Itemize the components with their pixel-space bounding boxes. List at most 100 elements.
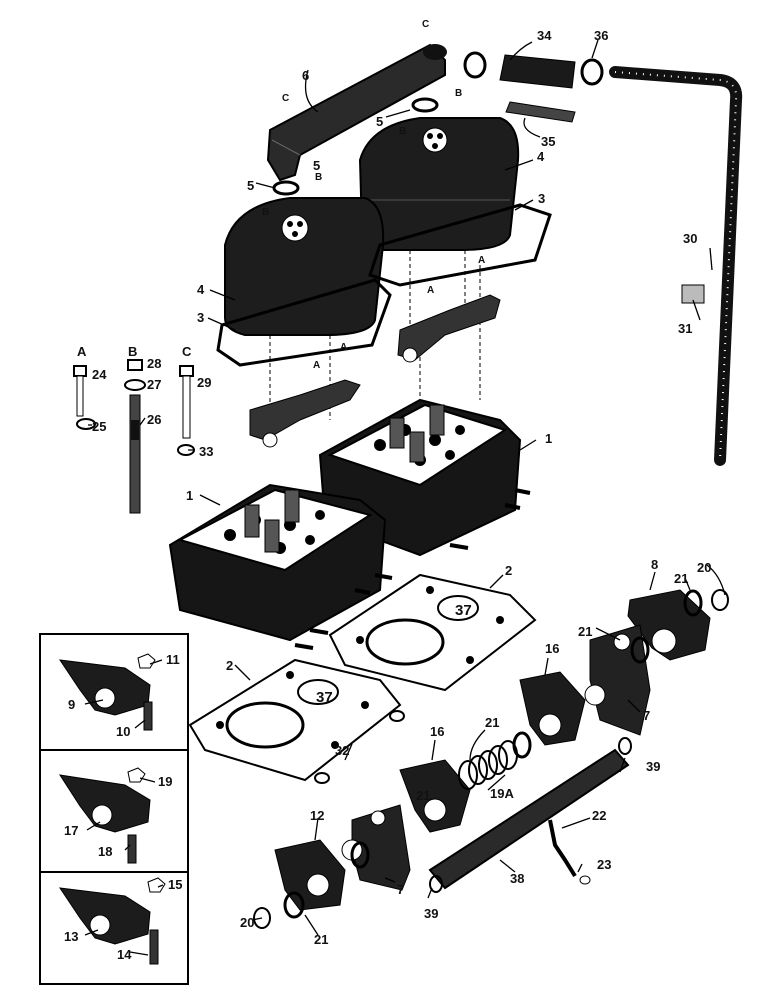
cylinder-head-1-front <box>168 483 387 642</box>
callout-7-front: 7 <box>397 882 404 897</box>
callout-19: 19 <box>158 774 172 789</box>
callout-5-c: 5 <box>247 178 254 193</box>
callout-35: 35 <box>541 134 555 149</box>
letter-A-arm4: A <box>427 285 434 296</box>
callout-25: 25 <box>92 419 106 434</box>
gasket-5-left <box>272 180 300 196</box>
callout-22: 22 <box>592 808 606 823</box>
letter-B-top1: B <box>455 88 462 99</box>
gasket-5-top <box>411 97 439 113</box>
callout-27: 27 <box>147 377 161 392</box>
callout-13: 13 <box>64 929 78 944</box>
callout-15: 15 <box>168 877 182 892</box>
callout-14: 14 <box>117 947 132 962</box>
rocker-arm-16-rear <box>519 671 586 746</box>
callout-37-rear: 37 <box>455 602 472 619</box>
hose-34 <box>463 51 604 89</box>
callout-32: 32 <box>335 743 349 758</box>
rocker-arm-16-front <box>399 759 471 833</box>
callout-labels: 1 1 2 2 3 3 4 4 5 5 5 6 7 7 8 9 10 11 12… <box>64 28 711 962</box>
callout-9: 9 <box>68 697 75 712</box>
callout-2-rear: 2 <box>505 563 512 578</box>
callout-8: 8 <box>651 557 658 572</box>
rocker-assembly-rear <box>397 294 501 363</box>
fitting-23 <box>579 875 591 885</box>
letter-C-top1: C <box>422 19 429 30</box>
callout-36: 36 <box>594 28 608 43</box>
callout-34: 34 <box>537 28 552 43</box>
oil-tube-22 <box>548 819 577 878</box>
head-gasket-2-front <box>188 658 402 782</box>
sleeve-35 <box>505 101 576 123</box>
callout-16-rear: 16 <box>545 641 559 656</box>
letter-A-arm3: A <box>478 255 485 266</box>
bracket-7-rear <box>584 624 651 736</box>
callout-38: 38 <box>510 871 524 886</box>
callout-26: 26 <box>147 412 161 427</box>
inset-rocker-9 <box>58 653 156 731</box>
reference-letters: A B C C C B B B B A A A A <box>77 19 485 371</box>
stud-26 <box>124 359 146 514</box>
callout-5-a: 5 <box>376 114 383 129</box>
letter-C-top2: C <box>282 93 289 104</box>
callout-31: 31 <box>678 321 692 336</box>
callout-20-front: 20 <box>240 915 254 930</box>
washers-21 <box>283 589 703 919</box>
callout-18: 18 <box>98 844 112 859</box>
callout-21-c: 21 <box>485 715 499 730</box>
breather-tube-6 <box>266 43 447 182</box>
callout-28: 28 <box>147 356 161 371</box>
callout-21-e: 21 <box>314 932 328 947</box>
callout-37-front: 37 <box>316 689 333 706</box>
plug-39-front <box>429 875 443 893</box>
letter-B-top3: B <box>315 172 322 183</box>
inset-rocker-13 <box>58 877 166 965</box>
callout-21-a: 21 <box>674 571 688 586</box>
ring-32a <box>389 710 405 722</box>
inset-rocker-17 <box>58 767 151 864</box>
callout-30: 30 <box>683 231 697 246</box>
rocker-shaft-38 <box>428 748 630 890</box>
callout-1-front: 1 <box>186 488 193 503</box>
letter-A-bolt: A <box>77 344 87 359</box>
cover-gasket-3-front <box>216 278 392 367</box>
callout-24: 24 <box>92 367 107 382</box>
letter-C-bolt: C <box>182 344 192 359</box>
callout-39-rear: 39 <box>646 759 660 774</box>
letter-B-bolt: B <box>128 344 137 359</box>
callout-21-d: 21 <box>416 788 430 803</box>
clip-31 <box>681 284 705 304</box>
plug-39-rear <box>618 737 632 755</box>
bolt-29 <box>177 365 195 456</box>
retainer-20-rear <box>711 589 729 611</box>
callout-5-b: 5 <box>313 158 320 173</box>
head-studs <box>294 488 531 650</box>
leader-lines <box>84 39 726 956</box>
callout-33: 33 <box>199 444 213 459</box>
letter-A-arm2: A <box>313 360 320 371</box>
cover-gasket-3-rear <box>368 203 552 287</box>
callout-16-front: 16 <box>430 724 444 739</box>
callout-23: 23 <box>597 857 611 872</box>
callout-10: 10 <box>116 724 130 739</box>
callout-2-front: 2 <box>226 658 233 673</box>
callout-4-rear: 4 <box>537 149 545 164</box>
callout-4-front: 4 <box>197 282 205 297</box>
callout-1-rear: 1 <box>545 431 552 446</box>
letter-A-arm1: A <box>340 342 347 353</box>
retainer-20-front <box>253 907 271 929</box>
spring-19A <box>458 740 518 790</box>
rocker-arm-8 <box>627 589 711 661</box>
rocker-assembly-front <box>249 379 361 448</box>
callout-7-rear: 7 <box>643 708 650 723</box>
ring-32b <box>314 772 330 784</box>
letter-B-top2: B <box>399 126 406 137</box>
callout-3-front: 3 <box>197 310 204 325</box>
rocker-cover-4-front <box>224 197 385 336</box>
callout-29: 29 <box>197 375 211 390</box>
callout-19A: 19A <box>490 786 514 801</box>
callout-39-front: 39 <box>424 906 438 921</box>
head-gasket-2-rear <box>328 573 537 692</box>
callout-12: 12 <box>310 808 324 823</box>
